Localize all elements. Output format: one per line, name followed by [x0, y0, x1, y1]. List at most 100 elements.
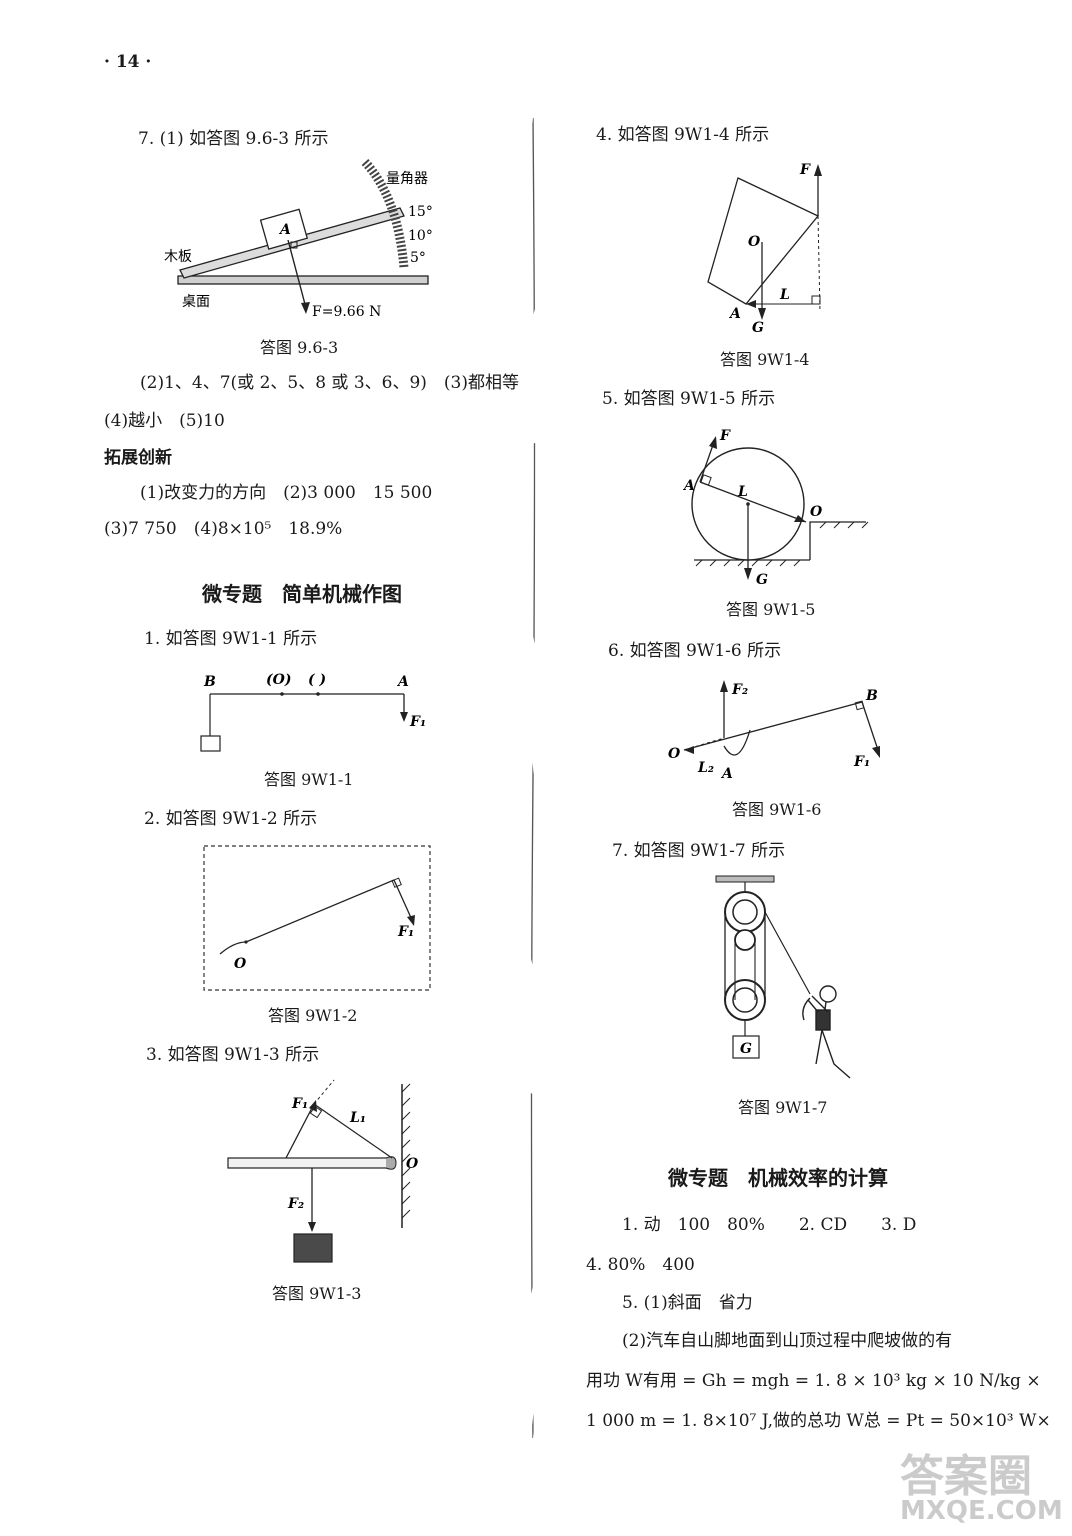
- force-arrow: [301, 302, 310, 314]
- label-f1: F₁: [291, 1096, 308, 1112]
- label-10: 10°: [408, 228, 433, 244]
- caption-9w1-4: 答图 9W1-4: [720, 350, 810, 369]
- label-f1: F₁: [397, 924, 414, 940]
- label-f: F: [719, 428, 731, 444]
- label-f2: F₂: [287, 1196, 304, 1212]
- label-a: A: [682, 478, 695, 494]
- label-f: F: [799, 162, 811, 178]
- f-arrow: [814, 164, 822, 176]
- g-arrow: [744, 568, 752, 580]
- f1-arrow: [407, 915, 415, 926]
- ceiling: [715, 875, 775, 883]
- weight-g: [732, 1035, 760, 1059]
- label-g: G: [740, 1041, 752, 1057]
- label-table: 桌面: [182, 294, 210, 310]
- label-l: L: [737, 484, 748, 500]
- label-a: A: [728, 306, 741, 322]
- label-a: A: [396, 674, 409, 690]
- label-o: O: [234, 956, 247, 972]
- q7-line2: (2)1、4、7(或 2、5、8 或 3、6、9) (3)都相等: [140, 373, 519, 393]
- lever: [683, 701, 863, 751]
- label-b: B: [203, 674, 216, 690]
- g-arrow: [758, 308, 766, 320]
- caption-9w1-7: 答图 9W1-7: [738, 1098, 828, 1117]
- caption-9w1-2: 答图 9W1-2: [268, 1006, 358, 1025]
- bar: [227, 1157, 389, 1169]
- step: [809, 521, 866, 560]
- ans-line6: 1 000 m = 1. 8×10⁷ J,做的总功 W总 = Pt = 50×1…: [586, 1411, 1051, 1431]
- section2-title: 微专题 机械效率的计算: [668, 1166, 888, 1190]
- label-force: F=9.66 N: [312, 304, 381, 320]
- label-l: L: [779, 287, 790, 303]
- label-o: (O): [266, 672, 291, 688]
- f-arrow: [709, 436, 717, 449]
- watermark-url: MXQE.COM: [900, 1496, 1063, 1526]
- label-l2: L₂: [697, 760, 714, 776]
- q7-line3: (4)越小 (5)10: [104, 411, 225, 431]
- label-f2: F₂: [731, 682, 748, 698]
- protractor: [361, 158, 409, 269]
- f2-arrow: [720, 680, 728, 692]
- dashed-frame: [203, 845, 431, 991]
- figure-9w1-2: O F₁: [203, 845, 431, 991]
- ans-line5: 用功 W有用 = Gh = mgh = 1. 8 × 10³ kg × 10 N…: [586, 1371, 1041, 1391]
- caption-9w1-1: 答图 9W1-1: [264, 770, 354, 789]
- label-blank: ( ): [308, 672, 326, 688]
- label-b: B: [865, 688, 878, 704]
- q7-line1: 7. (1) 如答图 9.6-3 所示: [138, 129, 329, 149]
- label-a: A: [720, 766, 733, 782]
- q2: 2. 如答图 9W1-2 所示: [144, 809, 318, 829]
- label-o: O: [406, 1156, 419, 1172]
- page-number: · 14 ·: [104, 52, 152, 72]
- q1: 1. 如答图 9W1-1 所示: [144, 629, 318, 649]
- label-f1: F₁: [409, 714, 426, 730]
- label-board: 木板: [164, 249, 192, 265]
- figure-9w1-3: F₁ L₁ O F₂: [227, 1079, 419, 1263]
- label-o: O: [668, 746, 681, 762]
- table-surface: [177, 275, 429, 285]
- q6: 6. 如答图 9W1-6 所示: [608, 641, 782, 661]
- label-5: 5°: [410, 250, 426, 266]
- watermark-logo: 答案圈: [900, 1451, 1032, 1502]
- q3: 3. 如答图 9W1-3 所示: [146, 1045, 320, 1065]
- label-15: 15°: [408, 204, 433, 220]
- section1-title: 微专题 简单机械作图: [202, 582, 402, 606]
- q4: 4. 如答图 9W1-4 所示: [596, 125, 770, 145]
- figure-9w1-1: B A (O) ( ) F₁: [200, 672, 426, 752]
- caption-9-6-3: 答图 9.6-3: [260, 338, 339, 357]
- ans-line4: (2)汽车自山脚地面到山顶过程中爬坡做的有: [622, 1331, 953, 1351]
- f1-arrow: [872, 746, 880, 758]
- label-l1: L₁: [349, 1110, 366, 1126]
- column-separator: [530, 118, 536, 1438]
- person-figure: [802, 985, 851, 1079]
- label-g: G: [752, 320, 764, 336]
- weight-box: [200, 735, 221, 752]
- block-a: [259, 208, 309, 250]
- label-o: O: [748, 234, 761, 250]
- caption-9w1-3: 答图 9W1-3: [272, 1284, 362, 1303]
- extend-line1: (1)改变力的方向 (2)3 000 15 500: [140, 483, 433, 503]
- lever: [245, 879, 395, 943]
- rope: [764, 911, 811, 995]
- f2-arrow: [308, 1222, 316, 1232]
- label-o: O: [810, 504, 823, 520]
- f1-arrow: [400, 712, 408, 722]
- extend-title: 拓展创新: [104, 448, 172, 468]
- figure-9w1-7: G: [715, 875, 851, 1079]
- figure-9w1-5: F A L O G: [682, 428, 869, 588]
- caption-9w1-6: 答图 9W1-6: [732, 800, 822, 819]
- movable-pulley: [724, 979, 766, 1021]
- label-f1: F₁: [853, 754, 870, 770]
- q5: 5. 如答图 9W1-5 所示: [602, 389, 776, 409]
- figure-9w1-4: F O L A G: [707, 162, 822, 336]
- label-protractor: 量角器: [386, 171, 428, 187]
- block: [707, 177, 820, 305]
- label-g: G: [756, 572, 768, 588]
- ans-line2: 4. 80% 400: [586, 1255, 695, 1275]
- label-a: A: [278, 222, 291, 238]
- figure-9-6-3: A 量角器 15° 10° 5° 木板 桌面 F=9.66 N: [164, 158, 433, 320]
- weight-block: [293, 1233, 333, 1263]
- ans-line1: 1. 动 100 80% 2. CD 3. D: [622, 1215, 917, 1235]
- q7: 7. 如答图 9W1-7 所示: [612, 841, 786, 861]
- caption-9w1-5: 答图 9W1-5: [726, 600, 816, 619]
